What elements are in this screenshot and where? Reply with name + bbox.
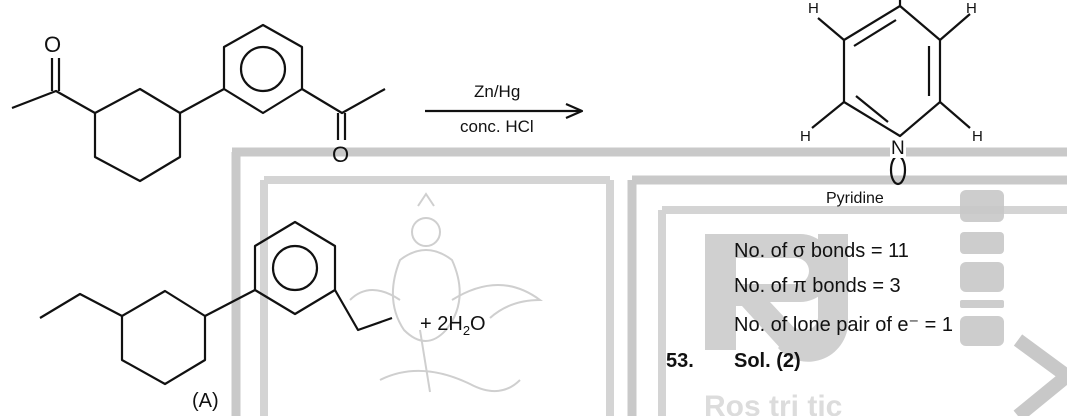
left-acetyl-chain	[11, 89, 96, 114]
product-left-ethyl	[39, 292, 123, 319]
product-label: (A)	[192, 390, 219, 412]
watermark-logo	[705, 234, 849, 362]
pyridine-h-bond-top-left	[817, 17, 845, 41]
sigma-bond-count: No. of σ bonds = 11	[734, 240, 909, 262]
pyridine-nitrogen: N	[890, 138, 906, 159]
reactant-aromatic-circle	[239, 45, 287, 93]
pyridine-inner-bond-3	[855, 95, 889, 123]
product-aromatic-circle	[271, 244, 319, 292]
left-oxygen-label: O	[44, 32, 62, 57]
pyridine-h-bond-top-right	[939, 13, 971, 41]
right-oxygen-label: O	[332, 142, 350, 167]
lone-pair-count: No. of lone pair of e⁻ = 1	[734, 314, 954, 336]
right-acetyl-chain	[301, 88, 386, 115]
watermark-emblem	[349, 192, 544, 393]
pyridine-inner-bond-1	[853, 19, 897, 47]
pyridine-lone-pair	[889, 154, 907, 186]
byproduct: + 2H2O	[420, 313, 486, 338]
pyridine-h-top-right: H	[966, 0, 977, 17]
product-cyclohexane	[120, 289, 207, 386]
product-benzene	[253, 220, 337, 316]
pi-bond-count: No. of π bonds = 3	[734, 275, 901, 297]
pyridine-h-bond-bottom-right	[939, 101, 971, 129]
product-ring-link	[204, 289, 256, 317]
pyridine-h-top-left: H	[808, 0, 819, 17]
ring-link-bond	[179, 88, 225, 114]
pyridine-h-bond-bottom-left	[811, 101, 845, 129]
reactant-benzene	[222, 23, 304, 115]
svg-text:Ros tri tic: Ros tri tic	[704, 390, 842, 416]
left-carbonyl-double-bond	[50, 58, 61, 91]
pyridine-ring	[842, 4, 942, 138]
reagent-top: Zn/Hg	[474, 82, 521, 101]
reaction-arrow-head	[565, 102, 584, 120]
pyridine-h-bottom-right: H	[972, 128, 983, 145]
question-number: 53.	[666, 350, 694, 372]
reactant-cyclohexane	[93, 87, 182, 183]
reagent-bottom: conc. HCl	[460, 117, 534, 136]
watermark-chevron	[1013, 334, 1067, 416]
right-carbonyl-double-bond	[336, 113, 347, 140]
structure-name: Pyridine	[826, 190, 884, 207]
solution-label: Sol. (2)	[734, 350, 801, 372]
pyridine-h-bottom-left: H	[800, 128, 811, 145]
product-right-ethyl	[334, 289, 393, 332]
watermark-vertical-text	[960, 190, 1004, 346]
